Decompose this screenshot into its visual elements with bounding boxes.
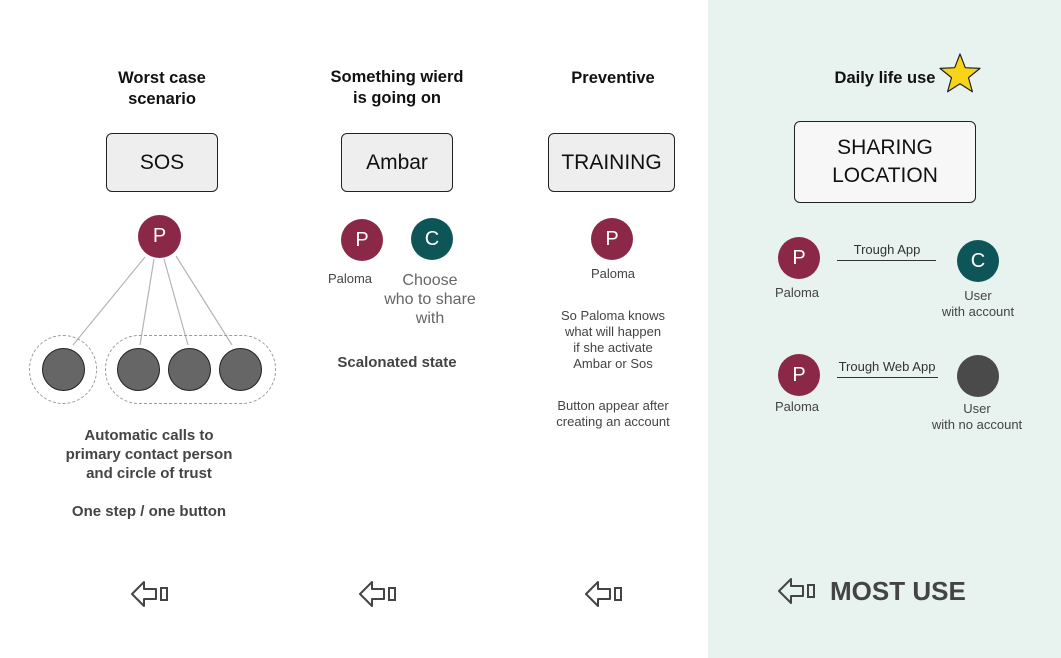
paloma-name: Paloma [327, 271, 373, 286]
back-arrow-icon[interactable] [130, 579, 170, 609]
back-arrow-icon[interactable] [584, 579, 624, 609]
trust-contact-circle [168, 348, 211, 391]
trust-contact-circle [219, 348, 262, 391]
contact-connector-lines [72, 255, 233, 346]
app-link-line [837, 260, 936, 261]
paloma-name: Paloma [774, 399, 820, 414]
circle-of-trust-group [105, 335, 276, 404]
column-4-heading: Daily life use [834, 69, 936, 87]
choose-contact-label: Choose who to share with [384, 272, 476, 327]
sos-note: One step / one button [71, 503, 227, 520]
back-arrow-icon[interactable] [777, 576, 817, 606]
app-link-label: Trough App [853, 242, 921, 257]
connector-line [163, 258, 189, 346]
web-app-link-label: Trough Web App [838, 359, 936, 374]
paloma-avatar: P [778, 237, 820, 279]
paloma-name: Paloma [590, 266, 636, 281]
ambar-button[interactable]: Ambar [341, 133, 453, 192]
back-arrow-icon[interactable] [358, 579, 398, 609]
sos-button[interactable]: SOS [106, 133, 218, 192]
star-icon [939, 53, 981, 93]
training-note: Button appear after creating an account [556, 398, 670, 429]
connector-line [175, 255, 233, 346]
column-3-heading: Preventive [571, 69, 655, 87]
training-button[interactable]: TRAINING [548, 133, 675, 192]
connector-line [139, 258, 155, 346]
web-app-link-line [837, 377, 938, 378]
primary-contact-group [29, 335, 97, 404]
paloma-avatar: P [341, 219, 383, 261]
paloma-name: Paloma [774, 285, 820, 300]
most-use-label: MOST USE [830, 576, 966, 606]
contact-avatar: C [411, 218, 453, 260]
paloma-avatar: P [591, 218, 633, 260]
trust-contact-circle [117, 348, 160, 391]
connector-line [72, 256, 146, 346]
sharing-location-button[interactable]: SHARING LOCATION [794, 121, 976, 203]
sos-description: Automatic calls to primary contact perso… [65, 427, 233, 482]
column-1-heading: Worst case scenario [118, 69, 206, 108]
paloma-avatar: P [138, 215, 181, 258]
column-2-heading: Something wierd is going on [330, 68, 464, 107]
user-with-account-label: User with account [941, 288, 1015, 319]
user-with-account-avatar: C [957, 240, 999, 282]
paloma-avatar: P [778, 354, 820, 396]
training-description: So Paloma knows what will happen if she … [560, 308, 666, 371]
highlight-panel [708, 0, 1061, 658]
primary-contact-circle [42, 348, 85, 391]
user-no-account-avatar [957, 355, 999, 397]
user-no-account-label: User with no account [931, 401, 1023, 432]
ambar-note: Scalonated state [337, 354, 457, 371]
